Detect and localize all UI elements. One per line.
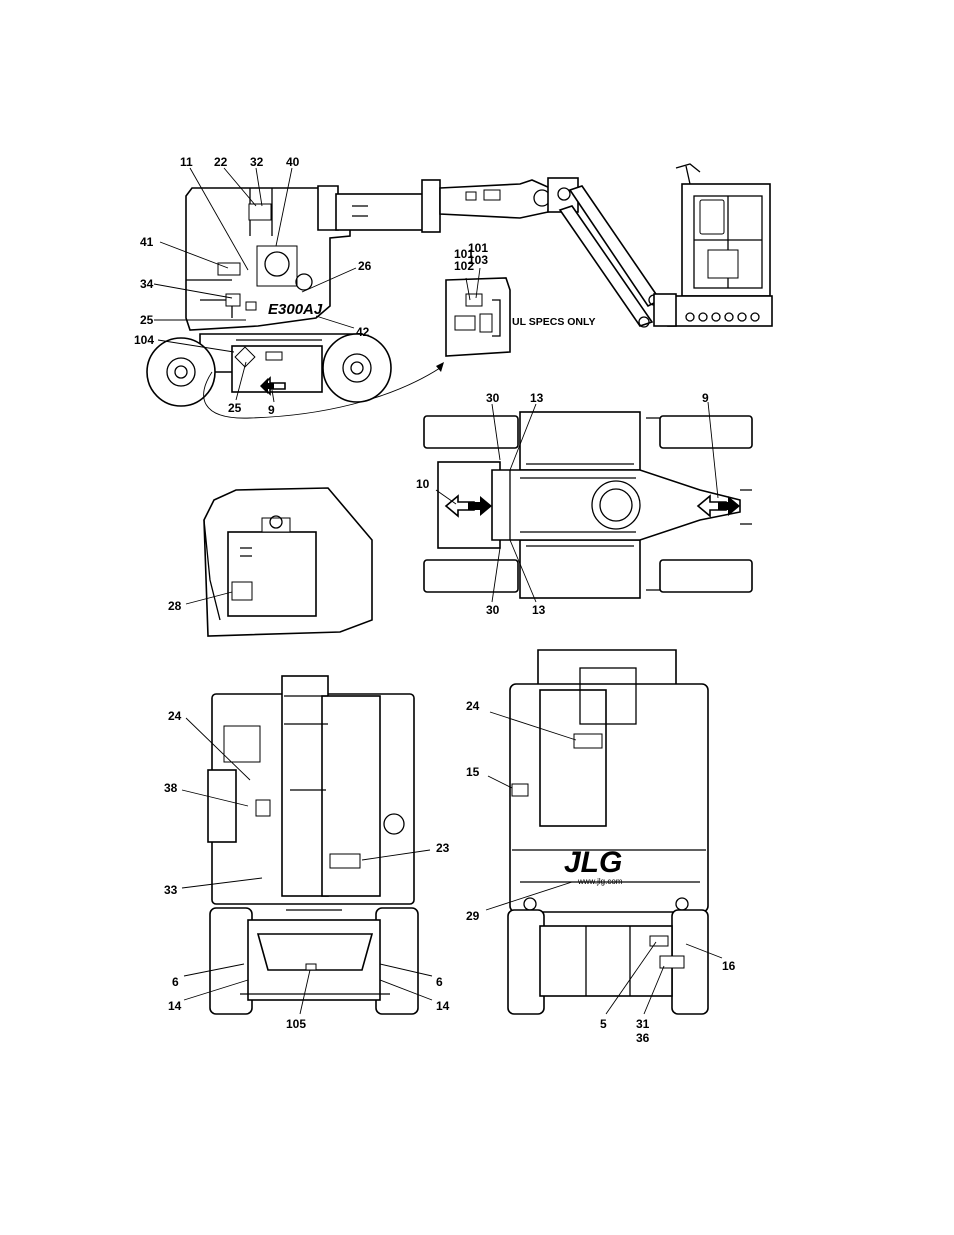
callout-30-bottom: 30 <box>486 603 500 617</box>
model-badge: E300AJ <box>268 301 323 318</box>
callout-9-top: 9 <box>702 391 709 405</box>
callout-26: 26 <box>358 259 372 273</box>
leader-lines <box>153 167 723 1015</box>
callout-34: 34 <box>140 277 154 291</box>
ul-specs-note: UL SPECS ONLY <box>512 316 595 328</box>
callout-11: 11 <box>180 155 193 169</box>
front-view: JLG www.jlg.com <box>507 649 709 1015</box>
callout-28: 28 <box>168 599 182 613</box>
callout-24-front: 24 <box>466 699 480 713</box>
callout-103: 103 <box>468 253 488 267</box>
callout-6-left: 6 <box>172 975 179 989</box>
callout-101-right: 101 <box>468 241 488 255</box>
callout-15: 15 <box>466 765 480 779</box>
callout-14-right: 14 <box>436 999 450 1013</box>
top-view <box>423 411 753 599</box>
callout-102: 102 <box>454 259 474 273</box>
callout-30-top: 30 <box>486 391 500 405</box>
callout-13-bottom: 13 <box>532 603 546 617</box>
rear-view <box>207 675 419 1015</box>
callout-42: 42 <box>356 325 370 339</box>
callout-labels: 11 22 32 40 41 34 25 104 26 42 25 9 101 … <box>134 155 736 1045</box>
callout-24-rear: 24 <box>168 709 182 723</box>
detail-view <box>203 487 373 637</box>
callout-22: 22 <box>214 155 228 169</box>
callout-36: 36 <box>636 1031 650 1045</box>
callout-31: 31 <box>636 1017 650 1031</box>
callout-101-left: 101 <box>454 247 474 261</box>
side-view: E300AJ <box>146 163 773 419</box>
callout-32: 32 <box>250 155 264 169</box>
callout-16: 16 <box>722 959 736 973</box>
callout-10: 10 <box>416 477 430 491</box>
ul-spec-detail <box>445 277 511 357</box>
callout-23: 23 <box>436 841 450 855</box>
callout-5: 5 <box>600 1017 607 1031</box>
callout-29: 29 <box>466 909 480 923</box>
callout-33: 33 <box>164 883 178 897</box>
callout-14-left: 14 <box>168 999 182 1013</box>
callout-104: 104 <box>134 333 154 347</box>
callout-9-side: 9 <box>268 403 275 417</box>
callout-41: 41 <box>140 235 154 249</box>
callout-105: 105 <box>286 1017 306 1031</box>
jlg-url: www.jlg.com <box>577 877 623 886</box>
callout-25-lower: 25 <box>228 401 242 415</box>
callout-6-right: 6 <box>436 975 443 989</box>
callout-40: 40 <box>286 155 300 169</box>
callout-25-upper: 25 <box>140 313 154 327</box>
callout-38: 38 <box>164 781 178 795</box>
callout-13-top: 13 <box>530 391 544 405</box>
jlg-logo: JLG <box>564 846 622 879</box>
